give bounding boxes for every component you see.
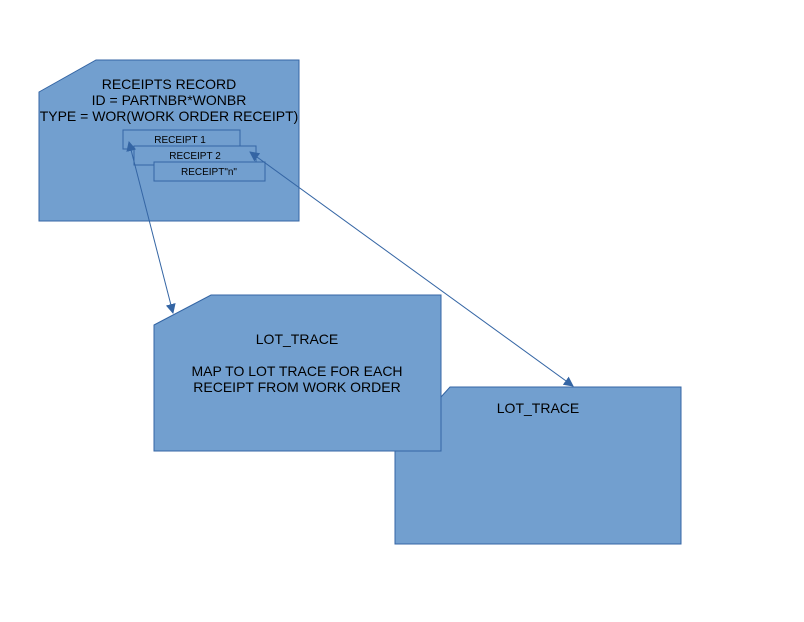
receipts-record-type-line: TYPE = WOR(WORK ORDER RECEIPT) <box>40 108 299 124</box>
receipts-record-card: RECEIPTS RECORD ID = PARTNBR*WONBR TYPE … <box>38 59 300 222</box>
lot-trace-card-1-title: LOT_TRACE <box>256 331 338 347</box>
lot-trace-card-1-desc-line2: RECEIPT FROM WORK ORDER <box>193 379 400 395</box>
receipts-record-title: RECEIPTS RECORD <box>102 76 237 92</box>
receipt-item-1-label: RECEIPT 1 <box>154 135 206 146</box>
receipt-item-n-label: RECEIPT"n" <box>181 167 237 178</box>
lot-trace-card-1: LOT_TRACE MAP TO LOT TRACE FOR EACH RECE… <box>153 294 442 452</box>
lot-trace-card-1-desc-line1: MAP TO LOT TRACE FOR EACH <box>191 363 402 379</box>
receipt-item-n: RECEIPT"n" <box>153 161 266 182</box>
lot-trace-card-2-title: LOT_TRACE <box>497 400 579 416</box>
connector-receipt2-to-lot-trace-2 <box>249 151 574 387</box>
receipts-record-id-line: ID = PARTNBR*WONBR <box>92 92 247 108</box>
connector-receipt1-to-lot-trace-1 <box>126 141 176 314</box>
lot-trace-card-2: LOT_TRACE <box>394 386 682 545</box>
receipt-item-2-label: RECEIPT 2 <box>169 151 221 162</box>
